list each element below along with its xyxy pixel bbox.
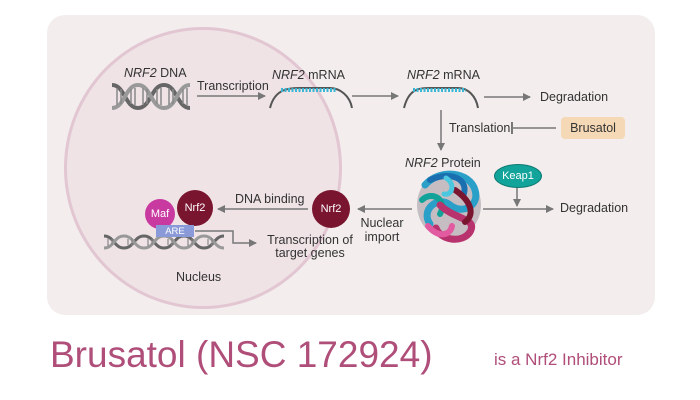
mrna-strand-icon bbox=[269, 87, 353, 109]
nrf2-protein-structure-icon bbox=[417, 170, 481, 243]
caption-title: Brusatol (NSC 172924) bbox=[50, 334, 433, 375]
keap1-badge: Keap1 bbox=[494, 164, 542, 188]
mrna-label-2: NRF2 mRNA bbox=[407, 68, 480, 82]
dna-helix-icon bbox=[111, 82, 191, 111]
nrf2-nucleus-circle: Nrf2 bbox=[177, 190, 213, 226]
translation-label: Translation bbox=[449, 121, 511, 135]
mrna-strand-icon-2 bbox=[403, 87, 479, 109]
nrf2-cytoplasm-circle: Nrf2 bbox=[312, 190, 350, 228]
nucleus-membrane bbox=[64, 27, 342, 309]
protein-label: NRF2 Protein bbox=[405, 156, 481, 170]
degradation-label-mid: Degradation bbox=[560, 201, 629, 215]
target-transcription-arrow bbox=[195, 230, 257, 247]
maf-circle: Maf bbox=[145, 199, 175, 229]
target-dna-helix-icon bbox=[103, 234, 225, 250]
caption-subtitle: is a Nrf2 Inhibitor bbox=[494, 350, 623, 369]
transcription-label: Transcription bbox=[197, 79, 269, 93]
dna-binding-label: DNA binding bbox=[235, 192, 305, 206]
degradation-label-top: Degradation bbox=[540, 90, 609, 104]
are-element: ARE bbox=[156, 225, 194, 237]
dna-label: NRF2 DNA bbox=[124, 66, 187, 80]
mrna-label-1: NRF2 mRNA bbox=[272, 68, 345, 82]
brusatol-badge: Brusatol bbox=[561, 117, 625, 139]
inhibition-bar bbox=[511, 122, 556, 134]
nucleus-label: Nucleus bbox=[176, 270, 222, 284]
